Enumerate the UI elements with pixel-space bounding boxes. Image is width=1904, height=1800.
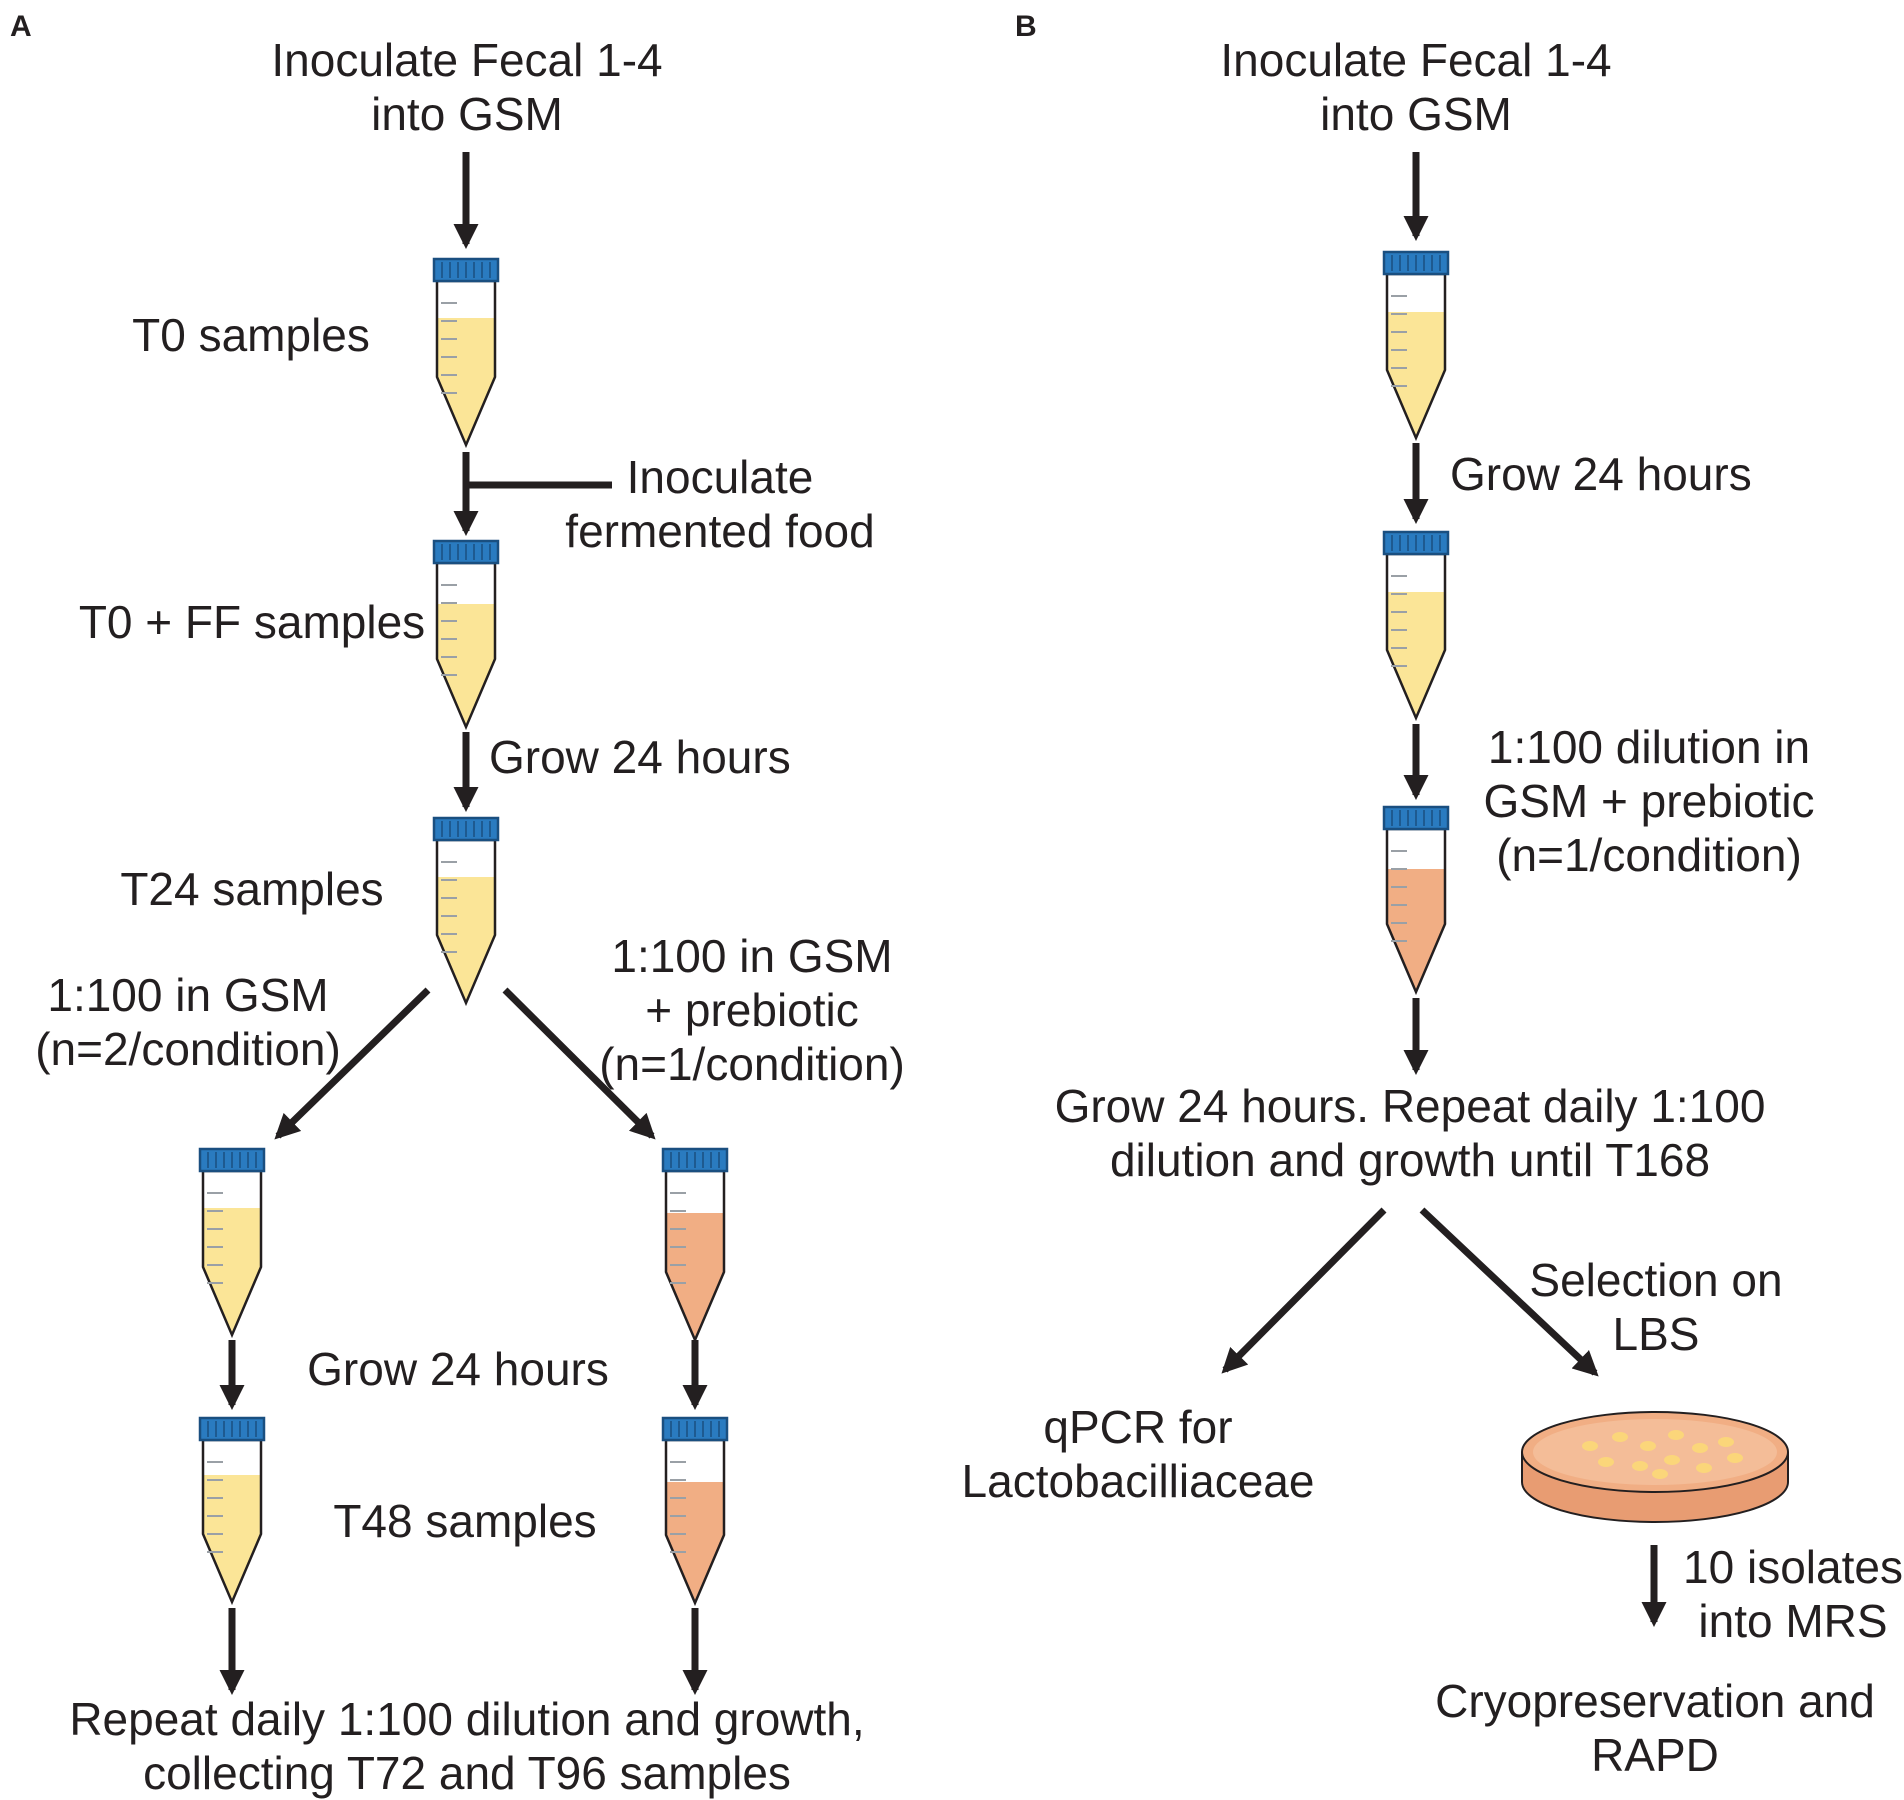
colony: [1727, 1453, 1743, 1463]
b-arrow-to-qpcr: [1221, 1207, 1387, 1374]
colony: [1612, 1432, 1628, 1442]
colony: [1664, 1455, 1680, 1465]
colony: [1652, 1469, 1668, 1479]
a-arrow-to-prebiotic: [502, 987, 656, 1140]
b-repeat-line1: Grow 24 hours. Repeat daily 1:100: [1054, 1080, 1766, 1132]
b-tube-second: [1382, 530, 1450, 722]
b-dilution-line3: (n=1/condition): [1496, 829, 1802, 881]
a-tube-t24: [432, 816, 500, 1007]
a-tube-t0: [432, 257, 500, 449]
a-branch-gsm-label: 1:100 in GSM (n=2/condition): [35, 968, 341, 1076]
a-tube-prebiotic-t48pre: [661, 1147, 729, 1344]
b-qpcr-line1: qPCR for: [1043, 1401, 1233, 1453]
colony: [1640, 1441, 1656, 1451]
tube-liquid: [203, 1475, 261, 1602]
tube-liquid: [203, 1208, 261, 1335]
tube-liquid: [1387, 869, 1445, 992]
b-arrow-to-plate: [1419, 1207, 1599, 1377]
petri-dish: [1521, 1411, 1789, 1523]
a-branch-gsm-line1: 1:100 in GSM: [47, 969, 329, 1021]
a-arrow-to-gsm: [274, 987, 431, 1140]
b-isolates-line1: 10 isolates: [1683, 1541, 1903, 1593]
a-tube-prebiotic-t48: [661, 1416, 729, 1607]
b-qpcr-line2: Lactobacilliaceae: [961, 1455, 1315, 1507]
b-cryo-line2: RAPD: [1591, 1729, 1719, 1781]
a-t0-ff-samples-label: T0 + FF samples: [78, 596, 426, 648]
b-dilution-line1: 1:100 dilution in: [1487, 721, 1811, 773]
tube-liquid: [1387, 312, 1445, 438]
b-tube-first: [1382, 250, 1450, 442]
a-branch-gsm-line2: (n=2/condition): [35, 1023, 341, 1075]
tube-liquid: [1387, 592, 1445, 718]
panel-b-letter: B: [1015, 10, 1037, 43]
colony: [1582, 1441, 1598, 1451]
tube-liquid: [666, 1213, 724, 1340]
b-repeat-label: Grow 24 hours. Repeat daily 1:100 diluti…: [1055, 1079, 1766, 1187]
b-dilution-prebiotic-label: 1:100 dilution in GSM + prebiotic (n=1/c…: [1483, 720, 1814, 882]
a-tube-gsm-t48: [198, 1416, 266, 1606]
panel-a-letter: A: [10, 10, 32, 43]
a-inoculate-gsm-label: Inoculate Fecal 1-4 into GSM: [271, 33, 662, 141]
b-selection-line1: Selection on: [1529, 1254, 1783, 1306]
a-branch-prebiotic-line1: 1:100 in GSM: [611, 930, 893, 982]
tube-liquid: [666, 1482, 724, 1603]
a-inoculate-gsm-line1: Inoculate Fecal 1-4: [271, 34, 663, 86]
a-grow-24-first-label: Grow 24 hours: [489, 731, 791, 783]
b-cryo-label: Cryopreservation and RAPD: [1435, 1674, 1875, 1782]
a-inoculate-gsm-line2: into GSM: [371, 88, 563, 140]
a-t0-samples-label: T0 samples: [132, 309, 370, 361]
a-t48-samples-label: T48 samples: [333, 1495, 597, 1547]
tube-liquid: [437, 318, 495, 445]
a-inoculate-ff-label: Inoculate fermented food: [565, 450, 874, 558]
b-isolates-label: 10 isolates into MRS: [1683, 1540, 1903, 1648]
b-tube-prebiotic: [1382, 805, 1450, 996]
tube-liquid: [437, 604, 495, 727]
a-branch-prebiotic-line3: (n=1/condition): [599, 1038, 905, 1090]
a-inoculate-ff-line2: fermented food: [565, 505, 875, 557]
b-repeat-line2: dilution and growth until T168: [1109, 1134, 1711, 1186]
b-dilution-line2: GSM + prebiotic: [1483, 775, 1815, 827]
colony: [1692, 1443, 1708, 1453]
b-inoculate-gsm-line2: into GSM: [1320, 88, 1512, 140]
a-grow-24-second-label: Grow 24 hours: [307, 1343, 609, 1395]
colony: [1668, 1430, 1684, 1440]
a-tube-gsm-t48pre: [198, 1147, 266, 1339]
a-t24-samples-label: T24 samples: [120, 863, 384, 915]
a-branch-prebiotic-line2: + prebiotic: [645, 984, 859, 1036]
b-inoculate-gsm-line1: Inoculate Fecal 1-4: [1220, 34, 1612, 86]
b-selection-line2: LBS: [1612, 1308, 1700, 1360]
b-qpcr-label: qPCR for Lactobacilliaceae: [962, 1400, 1315, 1508]
colony: [1632, 1461, 1648, 1471]
b-inoculate-gsm-label: Inoculate Fecal 1-4 into GSM: [1220, 33, 1611, 141]
a-repeat-label: Repeat daily 1:100 dilution and growth, …: [69, 1692, 864, 1800]
b-selection-label: Selection on LBS: [1529, 1253, 1782, 1361]
b-isolates-line2: into MRS: [1698, 1595, 1888, 1647]
b-cryo-line1: Cryopreservation and: [1435, 1675, 1875, 1727]
a-branch-prebiotic-label: 1:100 in GSM + prebiotic (n=1/condition): [599, 929, 905, 1091]
a-repeat-line2: collecting T72 and T96 samples: [143, 1747, 791, 1799]
a-inoculate-ff-line1: Inoculate: [626, 451, 814, 503]
a-repeat-line1: Repeat daily 1:100 dilution and growth,: [69, 1693, 865, 1745]
colony: [1718, 1437, 1734, 1447]
tube-liquid: [437, 877, 495, 1003]
a-tube-t0ff: [432, 539, 500, 731]
b-grow-24-label: Grow 24 hours: [1450, 448, 1752, 500]
petri-dish-agar: [1533, 1419, 1777, 1485]
colony: [1598, 1457, 1614, 1467]
colony: [1696, 1463, 1712, 1473]
